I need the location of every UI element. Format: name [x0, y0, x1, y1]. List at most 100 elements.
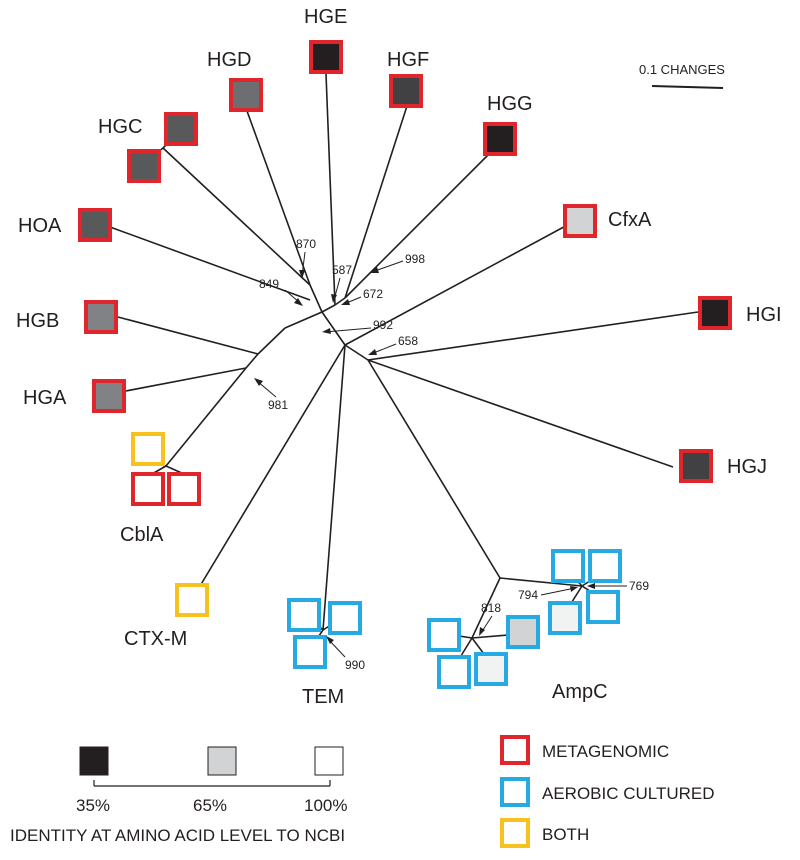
leaf-boxes: [78, 40, 732, 689]
branch-left-down: [245, 353, 259, 369]
leaf-box-ampc-4: [548, 601, 582, 635]
label-hga: HGA: [23, 387, 67, 409]
branch-node-hgd-hgc: [309, 284, 323, 313]
bootstrap-794: 794: [518, 588, 538, 602]
branch-hga: [109, 367, 247, 395]
label-ampc: AmpC: [552, 681, 608, 703]
branch-root-up: [321, 304, 336, 313]
leaf-box-cbla-both: [131, 432, 165, 466]
branch-ampc: [367, 359, 501, 579]
source-swatch-aerobic-cultured: [500, 777, 530, 807]
leaf-box-hge: [309, 40, 343, 74]
leaf-box-ampc-6: [427, 618, 461, 652]
bootstrap-arrowhead-672: [341, 299, 350, 305]
label-ctxm: CTX-M: [124, 628, 187, 650]
label-hgb: HGB: [16, 310, 59, 332]
leaf-box-ctxm: [175, 583, 209, 617]
label-hge: HGE: [304, 6, 347, 28]
bootstrap-values: 870 849 587 998 672 992 658 981 769 794 …: [254, 237, 649, 672]
bootstrap-998: 998: [405, 252, 425, 266]
branch-hgi: [367, 311, 699, 361]
label-tem: TEM: [302, 686, 344, 708]
bootstrap-arrowhead-818: [479, 627, 485, 636]
bootstrap-arrowhead-849: [294, 298, 303, 306]
label-hgj: HGJ: [727, 456, 767, 478]
leaf-box-ampc-5: [506, 615, 540, 649]
branch-hgb: [117, 316, 259, 355]
label-cfxa: CfxA: [608, 209, 652, 231]
branch-ampc-lower: [471, 577, 501, 639]
scale-bar: 0.1 CHANGES: [639, 62, 725, 89]
leaf-box-ampc-7: [437, 655, 471, 689]
branch-hoa: [109, 226, 311, 301]
branch-tem: [322, 344, 346, 631]
leaf-box-ampc-2: [588, 549, 622, 583]
scale-bar-line: [651, 85, 724, 89]
leaf-box-hgc-b: [127, 149, 161, 183]
bootstrap-818: 818: [481, 601, 501, 615]
branch-ampc-upper: [499, 577, 583, 587]
bootstrap-arrow-794: [540, 587, 576, 596]
leaf-box-tem-b: [328, 601, 362, 635]
identity-swatch-35: [79, 746, 109, 776]
source-label-both: BOTH: [542, 825, 589, 844]
identity-legend-title: IDENTITY AT AMINO ACID LEVEL TO NCBI: [10, 826, 345, 845]
bootstrap-990: 990: [345, 658, 365, 672]
leaf-box-cbla-b: [167, 472, 201, 506]
bootstrap-658: 658: [398, 334, 418, 348]
leaf-box-cfxa: [563, 204, 597, 238]
bootstrap-870: 870: [296, 237, 316, 251]
branch-hge: [325, 73, 336, 306]
branch-hgj: [367, 359, 674, 468]
source-swatch-both: [500, 818, 530, 848]
leaf-box-tem-c: [293, 635, 327, 669]
bootstrap-arrowhead-870: [299, 270, 305, 279]
bootstrap-672: 672: [363, 287, 383, 301]
label-hoa: HOA: [18, 215, 62, 237]
bootstrap-587: 587: [332, 263, 352, 277]
label-hgc: HGC: [98, 116, 142, 138]
identity-tick-label-100: 100%: [304, 796, 347, 815]
leaf-box-ampc-8: [474, 652, 508, 686]
bootstrap-849: 849: [259, 277, 279, 291]
source-swatch-metagenomic: [500, 735, 530, 765]
branch-hgf: [344, 105, 408, 299]
bootstrap-arrowhead-981: [254, 378, 263, 386]
leaf-box-ampc-3: [586, 590, 620, 624]
identity-swatch-65: [207, 746, 237, 776]
leaf-box-tem-a: [287, 598, 321, 632]
identity-legend: 35% 65% 100% IDENTITY AT AMINO ACID LEVE…: [10, 746, 347, 845]
leaf-box-ampc-1: [551, 549, 585, 583]
branch-root-center: [321, 311, 346, 346]
leaf-labels: HGE HGD HGF HGG HGC CfxA HOA HGI HGB HGA…: [16, 6, 782, 708]
bootstrap-arrowhead-587: [331, 294, 337, 303]
label-hgg: HGG: [487, 93, 533, 115]
source-legend: METAGENOMIC AEROBIC CULTURED BOTH: [500, 735, 715, 848]
label-hgf: HGF: [387, 49, 429, 71]
label-hgi: HGI: [746, 304, 782, 326]
leaf-box-hgj: [679, 449, 713, 483]
identity-tick-label-35: 35%: [76, 796, 110, 815]
leaf-box-hgd: [229, 78, 263, 112]
leaf-box-cbla-a: [131, 472, 165, 506]
leaf-box-hgg: [483, 122, 517, 156]
bootstrap-arrowhead-990: [326, 636, 334, 644]
branch-ctxm: [193, 344, 346, 597]
branch-hgf-stem: [334, 297, 346, 306]
scale-bar-label: 0.1 CHANGES: [639, 62, 725, 77]
branch-hgc-group: [162, 147, 311, 286]
bootstrap-arrowhead-794: [570, 586, 578, 592]
bootstrap-arrow-992: [324, 327, 372, 333]
bootstrap-992: 992: [373, 318, 393, 332]
branch-center-right: [344, 344, 369, 361]
leaf-box-hgc-a: [164, 112, 198, 146]
label-hgd: HGD: [207, 49, 251, 71]
leaf-box-hgf: [389, 74, 423, 108]
source-label-aerobic-cultured: AEROBIC CULTURED: [542, 784, 715, 803]
identity-tick-label-65: 65%: [193, 796, 227, 815]
bootstrap-arrowhead-769: [587, 583, 595, 589]
leaf-box-hga: [92, 379, 126, 413]
bootstrap-981: 981: [268, 398, 288, 412]
branch-cfxa: [344, 221, 574, 346]
leaf-box-hoa: [78, 208, 112, 242]
